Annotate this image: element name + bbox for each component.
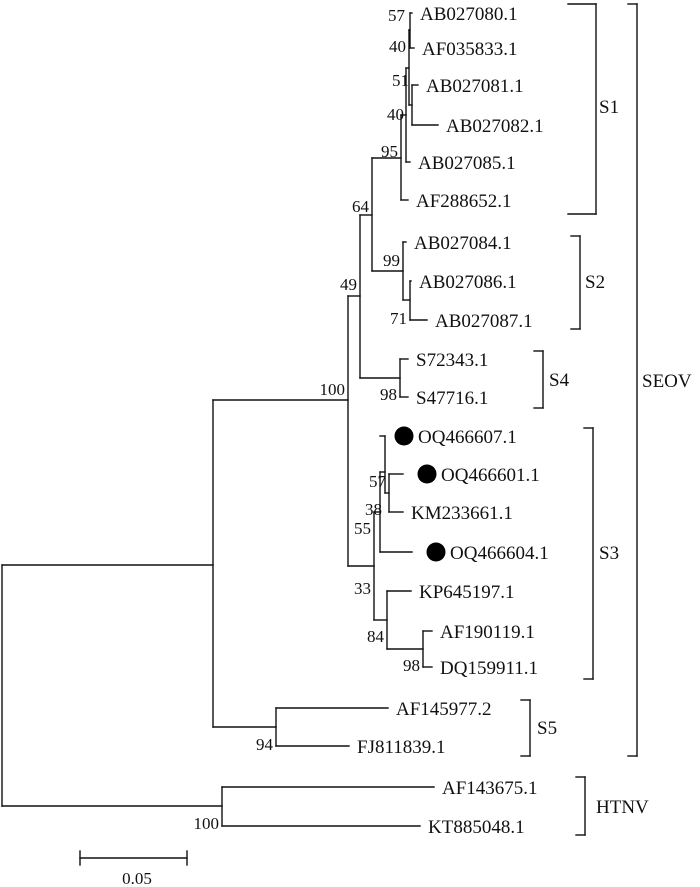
bootstrap-value: 98: [380, 385, 397, 404]
clade-label: S1: [599, 97, 619, 118]
leaf-label: KT885048.1: [428, 817, 525, 838]
leaf-label: AF145977.2: [396, 699, 492, 720]
scale-bar: 0.05: [79, 850, 188, 887]
leaf-label: AB027087.1: [435, 311, 533, 332]
clade-label: SEOV: [642, 371, 692, 392]
bootstrap-value: 100: [194, 814, 220, 833]
leaf-label: OQ466604.1: [450, 543, 549, 564]
leaf-label: AF035833.1: [422, 39, 518, 60]
clade-label: S3: [599, 543, 619, 564]
bootstrap-value: 40: [387, 105, 404, 124]
leaf-label: S47716.1: [416, 388, 488, 409]
leaf-label: AB027081.1: [426, 76, 524, 97]
bootstrap-value: 57: [369, 472, 387, 491]
leaf-label: AF288652.1: [416, 191, 512, 212]
leaf-label: AF143675.1: [442, 778, 538, 799]
leaf-label: AB027084.1: [414, 233, 512, 254]
leaf-label: KP645197.1: [419, 582, 515, 603]
leaf-label: AB027085.1: [418, 153, 516, 174]
bootstrap-value: 95: [381, 142, 398, 161]
leaf-labels: AB027080.1AF035833.1AB027081.1AB027082.1…: [357, 4, 549, 838]
leaf-label: DQ159911.1: [440, 658, 538, 679]
bootstrap-value: 33: [354, 579, 371, 598]
sample-marker-dot: [417, 464, 437, 484]
leaf-label: OQ466601.1: [441, 465, 540, 486]
leaf-label: OQ466607.1: [418, 427, 517, 448]
leaf-label: AB027082.1: [446, 116, 544, 137]
bootstrap-value: 40: [389, 37, 406, 56]
scale-bar-label: 0.05: [122, 869, 152, 887]
bootstrap-value: 64: [352, 197, 370, 216]
bootstrap-value: 57: [388, 6, 406, 25]
clade-label: HTNV: [596, 797, 649, 818]
tree-branches: [1, 12, 439, 827]
bootstrap-value: 94: [256, 735, 274, 754]
clade-label: S2: [585, 272, 605, 293]
bootstrap-value: 84: [367, 627, 385, 646]
bootstrap-value: 100: [320, 380, 346, 399]
bootstrap-value: 38: [365, 500, 382, 519]
bootstrap-value: 71: [390, 309, 407, 328]
leaf-label: AF190119.1: [440, 622, 535, 643]
bootstrap-value: 98: [403, 656, 420, 675]
leaf-label: FJ811839.1: [357, 737, 446, 758]
clade-label: S5: [537, 718, 557, 739]
leaf-label: S72343.1: [416, 350, 488, 371]
leaf-label: KM233661.1: [411, 503, 513, 524]
leaf-label: AB027086.1: [419, 272, 517, 293]
clade-label: S4: [549, 370, 570, 391]
bootstrap-value: 49: [340, 275, 357, 294]
bootstrap-value: 51: [392, 71, 409, 90]
leaf-label: AB027080.1: [420, 4, 518, 25]
sample-marker-dot: [426, 542, 446, 562]
sample-marker-dot: [394, 426, 414, 446]
bootstrap-value: 55: [354, 519, 371, 538]
bootstrap-value: 99: [383, 251, 400, 270]
sample-markers: [394, 426, 446, 562]
